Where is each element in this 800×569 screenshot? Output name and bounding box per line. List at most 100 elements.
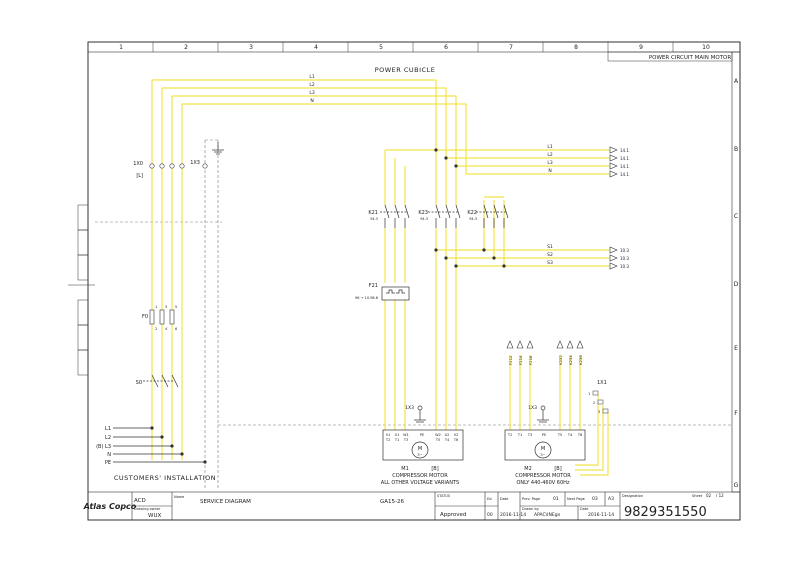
tb-1x3-label: 1X3: [190, 160, 200, 166]
brand-name: Atlas Copco: [83, 502, 137, 511]
ref-14-1-a: 14.1: [620, 148, 629, 153]
supply-l1: L1: [105, 426, 111, 432]
sensor-k232: K232: [558, 355, 563, 365]
col-3: 3: [249, 44, 253, 51]
row-c: C: [734, 213, 738, 220]
col-7: 7: [509, 44, 513, 51]
m2-desc2: ONLY 440-460V 60Hz: [516, 480, 569, 486]
col-4: 4: [314, 44, 318, 51]
m1-term-pe: PE: [420, 433, 424, 437]
k22-label: K22: [467, 210, 477, 216]
m1-tl-0: T2: [385, 438, 390, 442]
m2-term-pe: PE: [542, 433, 546, 437]
motor-m2: M 3~ T2 T1 T3 PE T5 T4 T6: [504, 429, 586, 461]
ground-symbol-top: [212, 142, 224, 155]
tb-date2: 2016-11-14: [588, 512, 614, 518]
tx1-pin-1: 1: [588, 392, 590, 396]
tx1-pins: 1 2 3: [588, 392, 600, 414]
k23-label: K23: [418, 210, 428, 216]
tb-date: 2016-11-14: [500, 512, 526, 518]
f0-pin-2: 2: [155, 327, 157, 331]
sensor-k234: K234: [568, 355, 573, 365]
brand-logo: Atlas Copco: [83, 502, 137, 511]
offpage-arrows: [609, 146, 618, 270]
power-cubicle-label: POWER CUBICLE: [375, 66, 436, 74]
supply-l2: L2: [105, 435, 111, 441]
contactor-k22: [476, 204, 509, 228]
tb-date-label: Date: [500, 497, 508, 501]
obus-s2-label: S2: [547, 252, 553, 258]
tb-prev: 01: [553, 496, 559, 502]
k23-ref: 94.3: [420, 217, 428, 221]
contactor-k23: [428, 204, 461, 228]
tb-size: A3: [608, 496, 614, 502]
supply-pe: PE: [105, 460, 111, 466]
rbus-n-label: N: [548, 168, 551, 174]
tb-owner-label: Drawing owner: [134, 507, 161, 511]
contactor-k21: [380, 204, 410, 228]
tx1-pin-2: 2: [593, 401, 595, 405]
tb-ed-label: Ed.: [487, 497, 493, 501]
wiring: [151, 79, 610, 476]
m2-bracket: [B]: [554, 466, 561, 472]
m1-symbol: M: [418, 446, 422, 452]
m1-term-v2: V2: [454, 433, 459, 437]
col-2: 2: [184, 44, 188, 51]
m2-symbol: M: [541, 446, 545, 452]
x3-m1-label: 1X3: [405, 405, 414, 411]
tb-status: Approved: [440, 512, 466, 518]
sensor-f216: F216: [528, 355, 533, 365]
ref-14-1-d: 14.1: [620, 172, 629, 177]
m1-phase: 3~: [417, 453, 422, 457]
terminal-block-1x0: 1X0 [L] 1X3: [133, 160, 208, 179]
ground-1x3-m2: [537, 405, 549, 423]
tb-name-label: Name: [174, 495, 184, 499]
tb-bracket-label: [L]: [136, 173, 143, 179]
tb-sheet-label: Sheet: [692, 494, 703, 498]
m2-term-t3: T3: [527, 433, 532, 437]
f0-pin-6: 6: [175, 327, 177, 331]
rbus-l2-label: L2: [547, 152, 553, 158]
sensor-f212: F212: [508, 355, 513, 365]
row-f: F: [734, 410, 738, 417]
tb-ed: 00: [487, 512, 493, 518]
tb-model: GA15-26: [380, 499, 405, 505]
col-8: 8: [574, 44, 578, 51]
f0-pins: 1 3 5 2 4 6: [155, 305, 177, 331]
m1-term-u2: U2: [445, 433, 450, 437]
tb-1x0-label: 1X0: [133, 161, 143, 167]
tb-sheet: 02: [706, 493, 712, 498]
left-margin-marks: [68, 204, 95, 376]
k22-ref: 94.3: [469, 217, 477, 221]
m2-term-t4: T4: [567, 433, 573, 437]
title-block-values: ACD WUX SERVICE DIAGRAM GA15-26 Approved…: [134, 493, 724, 520]
tb-name: SERVICE DIAGRAM: [200, 499, 251, 505]
row-g: G: [734, 482, 739, 489]
sensor-k236: K236: [578, 355, 583, 365]
f21-label: F21: [369, 283, 378, 289]
f0-pin-4: 4: [165, 327, 168, 331]
k21-label: K21: [368, 210, 378, 216]
title-block-labels: Drawing owner Name STATUS Ed. Date Prev.…: [134, 494, 703, 511]
m1-term-u1: U1: [395, 433, 400, 437]
obus-s3-label: S3: [547, 260, 553, 266]
tb-designation-label: Designation: [622, 494, 643, 498]
ref-10-3-b: 10.3: [620, 256, 629, 261]
tb-drawnby-label: Drawn by: [522, 507, 539, 511]
sensor-f214: F214: [518, 355, 523, 365]
switch-s0: [143, 374, 179, 388]
m2-desc1: COMPRESSOR MOTOR: [515, 473, 571, 479]
tb-drawnby: APAC\INEgn: [534, 512, 561, 518]
tb-next: 03: [592, 496, 598, 502]
supply-lines: [113, 427, 205, 463]
overload-f21: [381, 286, 410, 301]
column-header-strip: [87, 41, 741, 53]
row-header-strip: [731, 51, 741, 493]
s0-label: S0: [136, 380, 142, 386]
ref-10-3-c: 10.3: [620, 264, 629, 269]
supply-n: N: [107, 452, 111, 458]
main-bus-labels: L1 L2 L3 N L1 L2 L3 N S1 S2 S3: [309, 74, 553, 266]
obus-s1-label: S1: [547, 244, 553, 250]
m2-term-t1: T1: [517, 433, 522, 437]
